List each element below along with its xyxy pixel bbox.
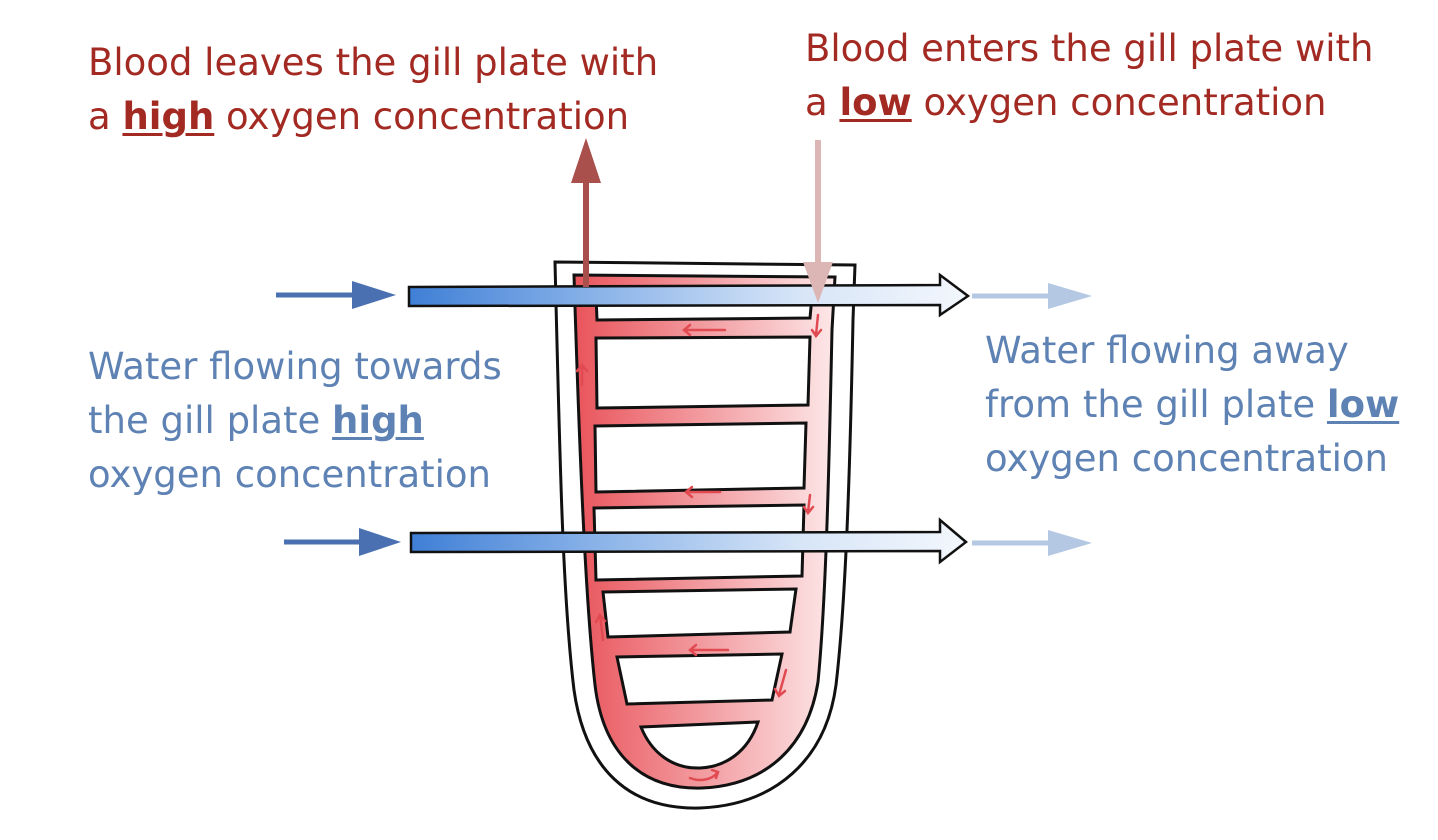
low-emphasis: low xyxy=(1326,383,1400,426)
blood-leaves-label: Blood leaves the gill plate with a high … xyxy=(88,36,658,144)
small-flow-arrow-icon xyxy=(682,323,727,337)
water-towards-label: Water flowing towards the gill plate hig… xyxy=(88,345,502,496)
blood-leaves-line1: Blood leaves the gill plate with xyxy=(88,41,659,84)
arrow-right-icon xyxy=(972,530,1092,556)
blood-flow-arrows xyxy=(575,313,823,782)
small-flow-arrow-icon xyxy=(688,768,720,782)
low-emphasis: low xyxy=(839,81,912,124)
small-flow-arrow-icon xyxy=(594,612,607,642)
arrow-right-icon xyxy=(276,281,396,309)
small-flow-arrow-icon xyxy=(688,643,730,657)
high-emphasis: high xyxy=(122,95,215,138)
small-flow-arrow-icon xyxy=(810,313,823,339)
arrow-up-icon xyxy=(571,138,601,287)
high-emphasis: high xyxy=(332,399,424,442)
small-flow-arrow-icon xyxy=(802,493,815,516)
water-away-label: Water flowing away from the gill plate l… xyxy=(985,329,1400,480)
arrow-right-icon xyxy=(972,283,1092,309)
blood-enters-label: Blood enters the gill plate with a low o… xyxy=(805,22,1373,130)
water-flow-band-top xyxy=(407,272,971,318)
water-flow-band-bottom xyxy=(409,517,968,565)
blood-enters-line1: Blood enters the gill plate with xyxy=(805,27,1374,70)
small-flow-arrow-icon xyxy=(575,363,589,387)
small-flow-arrow-icon xyxy=(773,668,788,698)
arrow-down-icon xyxy=(803,140,833,303)
small-flow-arrow-icon xyxy=(684,485,722,499)
arrow-right-icon xyxy=(284,528,401,556)
